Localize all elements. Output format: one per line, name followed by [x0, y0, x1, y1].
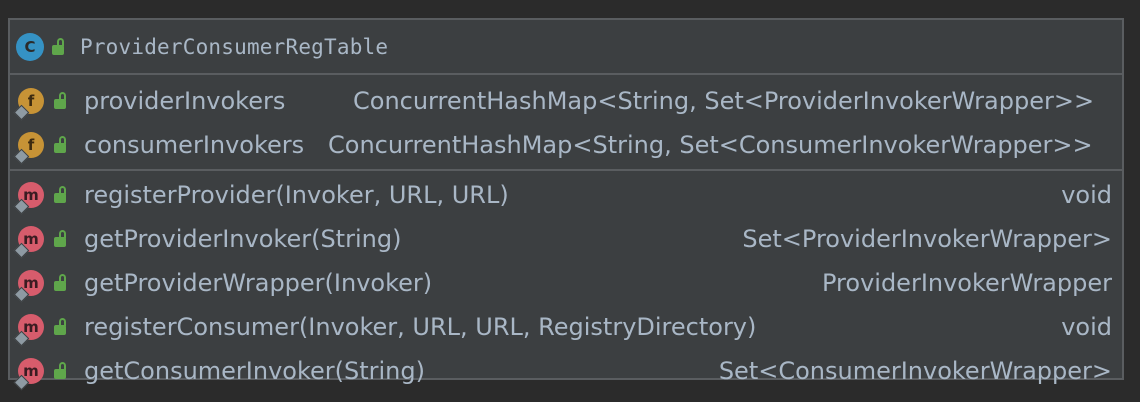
method-return-type: Set<ConsumerInvokerWrapper> — [718, 357, 1112, 385]
public-lock-icon — [54, 136, 68, 154]
public-lock-icon — [54, 362, 68, 380]
method-row[interactable]: m registerConsumer(Invoker, URL, URL, Re… — [10, 305, 1122, 349]
method-signature: getProviderWrapper(Invoker) — [84, 269, 433, 297]
method-icon: m — [13, 225, 46, 259]
method-signature: getConsumerInvoker(String) — [84, 357, 425, 385]
field-name: providerInvokers — [84, 87, 286, 115]
fields-section: f providerInvokers ConcurrentHashMap<Str… — [10, 75, 1122, 171]
method-row[interactable]: m getProviderInvoker(String) Set<Provide… — [10, 217, 1122, 261]
field-icon: f — [13, 131, 46, 165]
public-lock-icon — [54, 186, 68, 204]
method-icon: m — [13, 357, 46, 391]
uml-class-node[interactable]: C ProviderConsumerRegTable f providerInv… — [8, 18, 1124, 391]
methods-section: m registerProvider(Invoker, URL, URL) vo… — [10, 171, 1122, 393]
method-icon: m — [13, 313, 46, 347]
method-return-type: Set<ProviderInvokerWrapper> — [742, 225, 1112, 253]
class-kind-badge: C — [16, 32, 44, 61]
method-kind-badge: m — [18, 182, 44, 208]
field-row[interactable]: f providerInvokers ConcurrentHashMap<Str… — [10, 79, 1122, 123]
public-lock-icon — [54, 92, 68, 110]
method-row[interactable]: m registerProvider(Invoker, URL, URL) vo… — [10, 173, 1122, 217]
field-type: ConcurrentHashMap<String, Set<ProviderIn… — [353, 87, 1095, 115]
public-lock-icon — [52, 37, 66, 56]
field-row[interactable]: f consumerInvokers ConcurrentHashMap<Str… — [10, 123, 1122, 167]
field-icon: f — [13, 87, 46, 121]
method-return-type: void — [1061, 181, 1112, 209]
method-return-type: void — [1061, 313, 1112, 341]
method-signature: registerProvider(Invoker, URL, URL) — [84, 181, 509, 209]
method-icon: m — [13, 181, 46, 215]
method-row[interactable]: m getProviderWrapper(Invoker) ProviderIn… — [10, 261, 1122, 305]
public-lock-icon — [54, 230, 68, 248]
method-row[interactable]: m getConsumerInvoker(String) Set<Consume… — [10, 349, 1122, 393]
field-type: ConcurrentHashMap<String, Set<ConsumerIn… — [328, 131, 1093, 159]
public-lock-icon — [54, 318, 68, 336]
class-header[interactable]: C ProviderConsumerRegTable — [10, 20, 1122, 75]
method-signature: getProviderInvoker(String) — [84, 225, 402, 253]
method-signature: registerConsumer(Invoker, URL, URL, Regi… — [84, 313, 757, 341]
field-name: consumerInvokers — [84, 131, 305, 159]
class-icon: C — [16, 32, 44, 61]
method-icon: m — [13, 269, 46, 303]
public-lock-icon — [54, 274, 68, 292]
method-return-type: ProviderInvokerWrapper — [822, 269, 1112, 297]
class-name: ProviderConsumerRegTable — [80, 34, 389, 59]
